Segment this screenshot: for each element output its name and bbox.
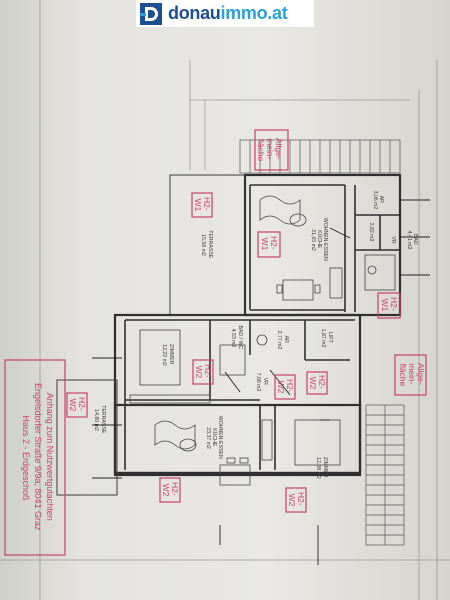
allgemein-tag-bottom-box [394, 354, 427, 396]
room-ar-mid: AR 2,77 m2 [276, 331, 289, 350]
h2w1-tag-a: H2- W1 [193, 197, 212, 213]
dimension-lines [92, 199, 430, 565]
room-terrasse-2: TERRASSE 14,80 m2 [93, 405, 106, 434]
outer-walls [113, 173, 402, 477]
h2w2-tag-f: H2- W2 [287, 492, 306, 508]
h2w2-tag-f-box [285, 487, 307, 513]
allgemein-tag-top: Allge- mein- fläche [256, 138, 284, 162]
h2w2-tag-b-box [274, 374, 296, 400]
h2w1-tag-b: H2- W1 [260, 236, 279, 252]
stairs-top [239, 139, 401, 174]
room-bad-top: BAD 4,41 m2 [406, 231, 418, 250]
allgemein-tag-top-box [254, 129, 289, 171]
h2w2-tag-c-box [306, 371, 328, 395]
room-zimmer-1: ZIMMER 12,22 m2 [161, 344, 174, 366]
h2w1-tag-b-box [257, 231, 281, 258]
terraces [56, 174, 246, 496]
h2w2-tag-a-box [192, 359, 214, 385]
caption-box [4, 359, 66, 556]
room-zimmer-2: ZIMMER 12,08 m2 [315, 457, 328, 479]
room-terrasse-1: TERRASSE 15,58 m2 [200, 230, 213, 259]
h2w1-tag-c: H2- W1 [380, 297, 399, 313]
h2w1-tag-c-box [377, 292, 401, 319]
room-vr-top: VR [390, 236, 396, 243]
donauimmo-logo-icon [140, 2, 162, 25]
h2w2-tag-d-box [66, 392, 88, 418]
room-wohnen-1: WOHNEN-ESSEN KÜCHE 21,65 m2 [310, 218, 328, 262]
h2w2-tag-a: H2- W2 [194, 364, 213, 380]
inner-walls [124, 184, 400, 470]
h2w2-tag-c: H2- W2 [308, 375, 327, 391]
allgemein-tag-bottom: Allge- mein- fläche [398, 363, 426, 387]
room-bad-wc: BAD / WC 4,53 m2 [230, 325, 243, 350]
room-vr-mid: VR 7,68 m2 [255, 373, 268, 392]
room-lift: LIFT 1,87 m2 [320, 329, 333, 348]
h2w2-tag-e-box [159, 477, 181, 503]
h2w1-tag-a-box [191, 192, 213, 218]
donauimmo-logo[interactable]: donauimmo.at [136, 0, 314, 27]
logo-text: donauimmo.at [168, 3, 288, 23]
room-ar-top: AR 3,06 m2 [372, 191, 384, 210]
stairs-bottom [365, 404, 405, 546]
h2w2-tag-e: H2- W2 [161, 482, 180, 498]
h2w2-tag-b: H2- W2 [276, 379, 295, 395]
furniture [129, 195, 396, 486]
h2w2-tag-d: H2- W2 [68, 397, 87, 413]
room-wc-top: 2,82 m2 [368, 223, 374, 242]
plan-caption: Anhang zum Nutzwertgutachten Engelsdorfe… [21, 383, 55, 533]
room-wohnen-2: WOHNEN-ESSEN KÜCHE 23,37 m2 [205, 416, 223, 460]
